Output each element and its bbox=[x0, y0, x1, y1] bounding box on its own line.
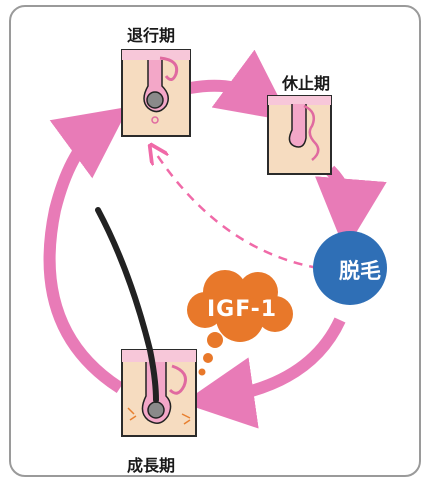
arrow-anagen-to-catagen bbox=[43, 106, 130, 394]
label-shedding: 脱毛 bbox=[339, 259, 381, 283]
hair-strand bbox=[95, 207, 159, 403]
igf-cloud bbox=[187, 270, 293, 376]
label-igf-1: IGF-1 bbox=[207, 297, 278, 322]
dashed-return-arrow bbox=[155, 152, 319, 270]
label-telogen: 休止期 bbox=[282, 74, 331, 93]
telogen-follicle bbox=[267, 95, 332, 175]
anagen-follicle bbox=[121, 349, 197, 437]
shedding-circle bbox=[313, 231, 387, 305]
catagen-follicle bbox=[121, 49, 191, 137]
arrow-shedding-to-anagen bbox=[182, 317, 346, 429]
label-anagen: 成長期 bbox=[127, 456, 176, 475]
arrow-telogen-to-shedding bbox=[314, 165, 387, 251]
arrow-catagen-to-telogen bbox=[188, 49, 291, 122]
label-catagen: 退行期 bbox=[127, 26, 176, 45]
